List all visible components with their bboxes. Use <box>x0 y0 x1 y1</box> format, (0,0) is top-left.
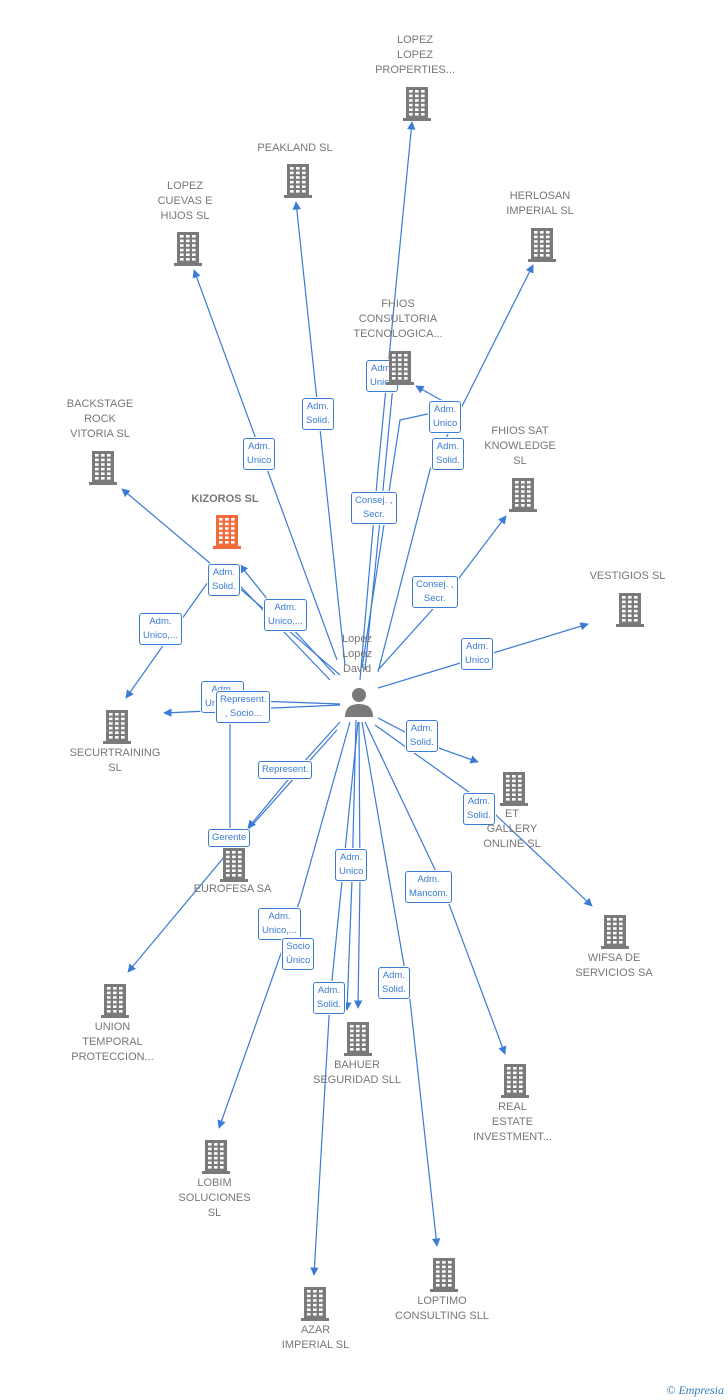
building-icon[interactable] <box>201 1138 231 1179</box>
building-icon[interactable] <box>102 708 132 749</box>
company-label-kizoros[interactable]: KIZOROS SL <box>191 493 259 505</box>
role-badge[interactable]: Adm. Unico,... <box>258 908 301 940</box>
company-label-lopez-cuevas[interactable]: LOPEZ CUEVAS E HIJOS SL <box>157 180 213 222</box>
relation-edge <box>217 721 351 1129</box>
company-label-et-gallery[interactable]: ET GALLERY ONLINE SL <box>483 808 541 850</box>
building-icon[interactable] <box>88 449 118 490</box>
building-icon[interactable] <box>100 982 130 1023</box>
building-icon[interactable] <box>173 230 203 271</box>
brand-footer: © Empresia <box>666 1383 724 1398</box>
building-icon[interactable] <box>283 162 313 203</box>
role-badge[interactable]: Adm. Unico <box>243 438 276 470</box>
company-label-peakland[interactable]: PEAKLAND SL <box>257 142 333 154</box>
building-icon[interactable] <box>600 913 630 954</box>
building-icon[interactable] <box>402 85 432 126</box>
company-label-eurofesa[interactable]: EUROFESA SA <box>193 883 272 895</box>
company-label-lobim[interactable]: LOBIM SOLUCIONES SL <box>178 1177 251 1219</box>
role-badge[interactable]: Consej. , Secr. <box>351 492 397 524</box>
company-label-fhios-sat[interactable]: FHIOS SAT KNOWLEDGE SL <box>484 425 556 467</box>
company-label-fhios-consultoria[interactable]: FHIOS CONSULTORIA TECNOLOGICA... <box>353 298 443 340</box>
company-label-union-temporal[interactable]: UNION TEMPORAL PROTECCION... <box>71 1021 154 1063</box>
role-badge[interactable]: Adm. Solid. <box>463 793 495 825</box>
role-badge[interactable]: Adm. Unico,... <box>139 613 182 645</box>
relation-edge <box>377 264 534 673</box>
building-icon[interactable] <box>615 591 645 632</box>
role-badge[interactable]: Adm. Unico <box>429 401 462 433</box>
building-icon[interactable] <box>508 476 538 517</box>
relation-edge <box>292 201 346 666</box>
building-icon[interactable] <box>343 1020 373 1061</box>
role-badge[interactable]: Adm. Solid. <box>432 438 464 470</box>
company-label-azar[interactable]: AZAR IMPERIAL SL <box>281 1324 350 1351</box>
role-badge[interactable]: Represent. <box>258 761 313 779</box>
building-icon[interactable] <box>429 1256 459 1297</box>
role-badge[interactable]: Adm. Unico <box>335 849 368 881</box>
building-icon[interactable] <box>499 770 529 811</box>
role-badge[interactable]: Adm. Solid. <box>406 720 438 752</box>
building-icon[interactable] <box>385 349 415 390</box>
building-icon[interactable] <box>212 513 242 554</box>
center-person-name[interactable]: Lopez Lopez David <box>342 633 372 675</box>
role-badge[interactable]: Adm. Solid. <box>313 982 345 1014</box>
person-icon[interactable] <box>343 686 375 723</box>
role-badge[interactable]: Adm. Mancom. <box>405 871 453 903</box>
building-icon[interactable] <box>527 226 557 267</box>
company-label-bahuer[interactable]: BAHUER SEGURIDAD SLL <box>312 1059 402 1086</box>
role-badge[interactable]: Consej. , Secr. <box>412 576 458 608</box>
role-badge[interactable]: Gerente <box>208 829 251 847</box>
role-badge[interactable]: Adm. Solid. <box>302 398 334 430</box>
relation-edge <box>359 121 416 681</box>
company-label-securtraining[interactable]: SECURTRAINING SL <box>69 747 161 774</box>
relation-edge <box>361 721 441 1247</box>
building-icon[interactable] <box>219 846 249 887</box>
brand-name[interactable]: Empresia <box>678 1383 724 1397</box>
company-label-loptimo[interactable]: LOPTIMO CONSULTING SLL <box>395 1295 489 1322</box>
role-badge[interactable]: Adm. Unico <box>461 638 494 670</box>
relation-edge <box>361 385 457 669</box>
company-label-wifsa[interactable]: WIFSA DE SERVICIOS SA <box>575 952 653 979</box>
company-label-real-estate[interactable]: REAL ESTATE INVESTMENT... <box>473 1101 552 1143</box>
company-label-lopez-lopez[interactable]: LOPEZ LOPEZ PROPERTIES... <box>375 34 455 76</box>
company-label-vestigios[interactable]: VESTIGIOS SL <box>589 570 666 582</box>
role-badge[interactable]: Represent. , Socio... <box>216 691 271 723</box>
company-label-backstage[interactable]: BACKSTAGE ROCK VITORIA SL <box>66 398 134 440</box>
role-badge[interactable]: Socio Único <box>282 938 315 970</box>
role-badge[interactable]: Adm. Solid. <box>378 967 410 999</box>
building-icon[interactable] <box>500 1062 530 1103</box>
company-label-herlosan[interactable]: HERLOSAN IMPERIAL SL <box>506 190 574 217</box>
role-badge[interactable]: Adm. Unico,... <box>264 599 307 631</box>
building-icon[interactable] <box>300 1285 330 1326</box>
role-badge[interactable]: Adm. Solid. <box>208 564 240 596</box>
copyright-icon: © <box>666 1383 676 1397</box>
